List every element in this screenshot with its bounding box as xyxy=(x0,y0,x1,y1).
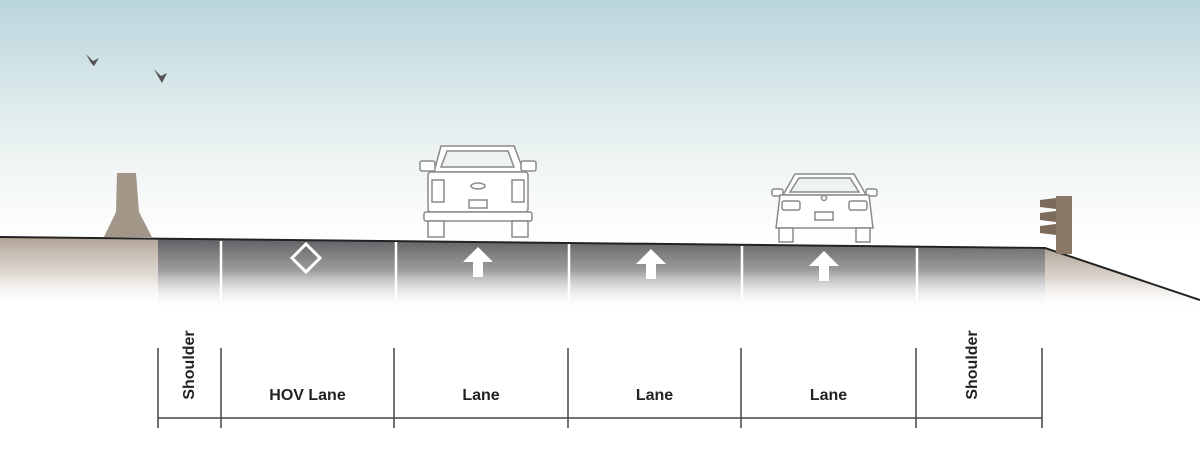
left-embankment xyxy=(0,238,158,308)
ground-line xyxy=(0,236,1200,301)
bird-icon xyxy=(86,54,167,83)
arrow-up-icon xyxy=(463,247,493,277)
guardrail-icon xyxy=(1040,196,1072,254)
concrete-barrier-icon xyxy=(104,173,152,237)
pavement xyxy=(158,238,1045,310)
sedan-car-icon xyxy=(771,173,878,243)
pickup-truck-icon xyxy=(419,145,537,238)
section-label-lane-2: Lane xyxy=(635,387,674,404)
dimension-lines xyxy=(157,348,1043,428)
section-label-lane-1: Lane xyxy=(462,387,500,404)
right-embankment xyxy=(1045,249,1200,310)
section-label-left-shoulder: Shoulder xyxy=(181,330,198,400)
lane-dividers xyxy=(219,241,919,300)
section-label-hov-lane: HOV Lane xyxy=(269,387,346,404)
section-label-lane-3: Lane xyxy=(809,387,848,404)
arrow-up-icon xyxy=(636,249,666,279)
diamond-icon xyxy=(289,241,323,275)
section-label-right-shoulder: Shoulder xyxy=(964,330,981,400)
arrow-up-icon xyxy=(809,251,839,281)
